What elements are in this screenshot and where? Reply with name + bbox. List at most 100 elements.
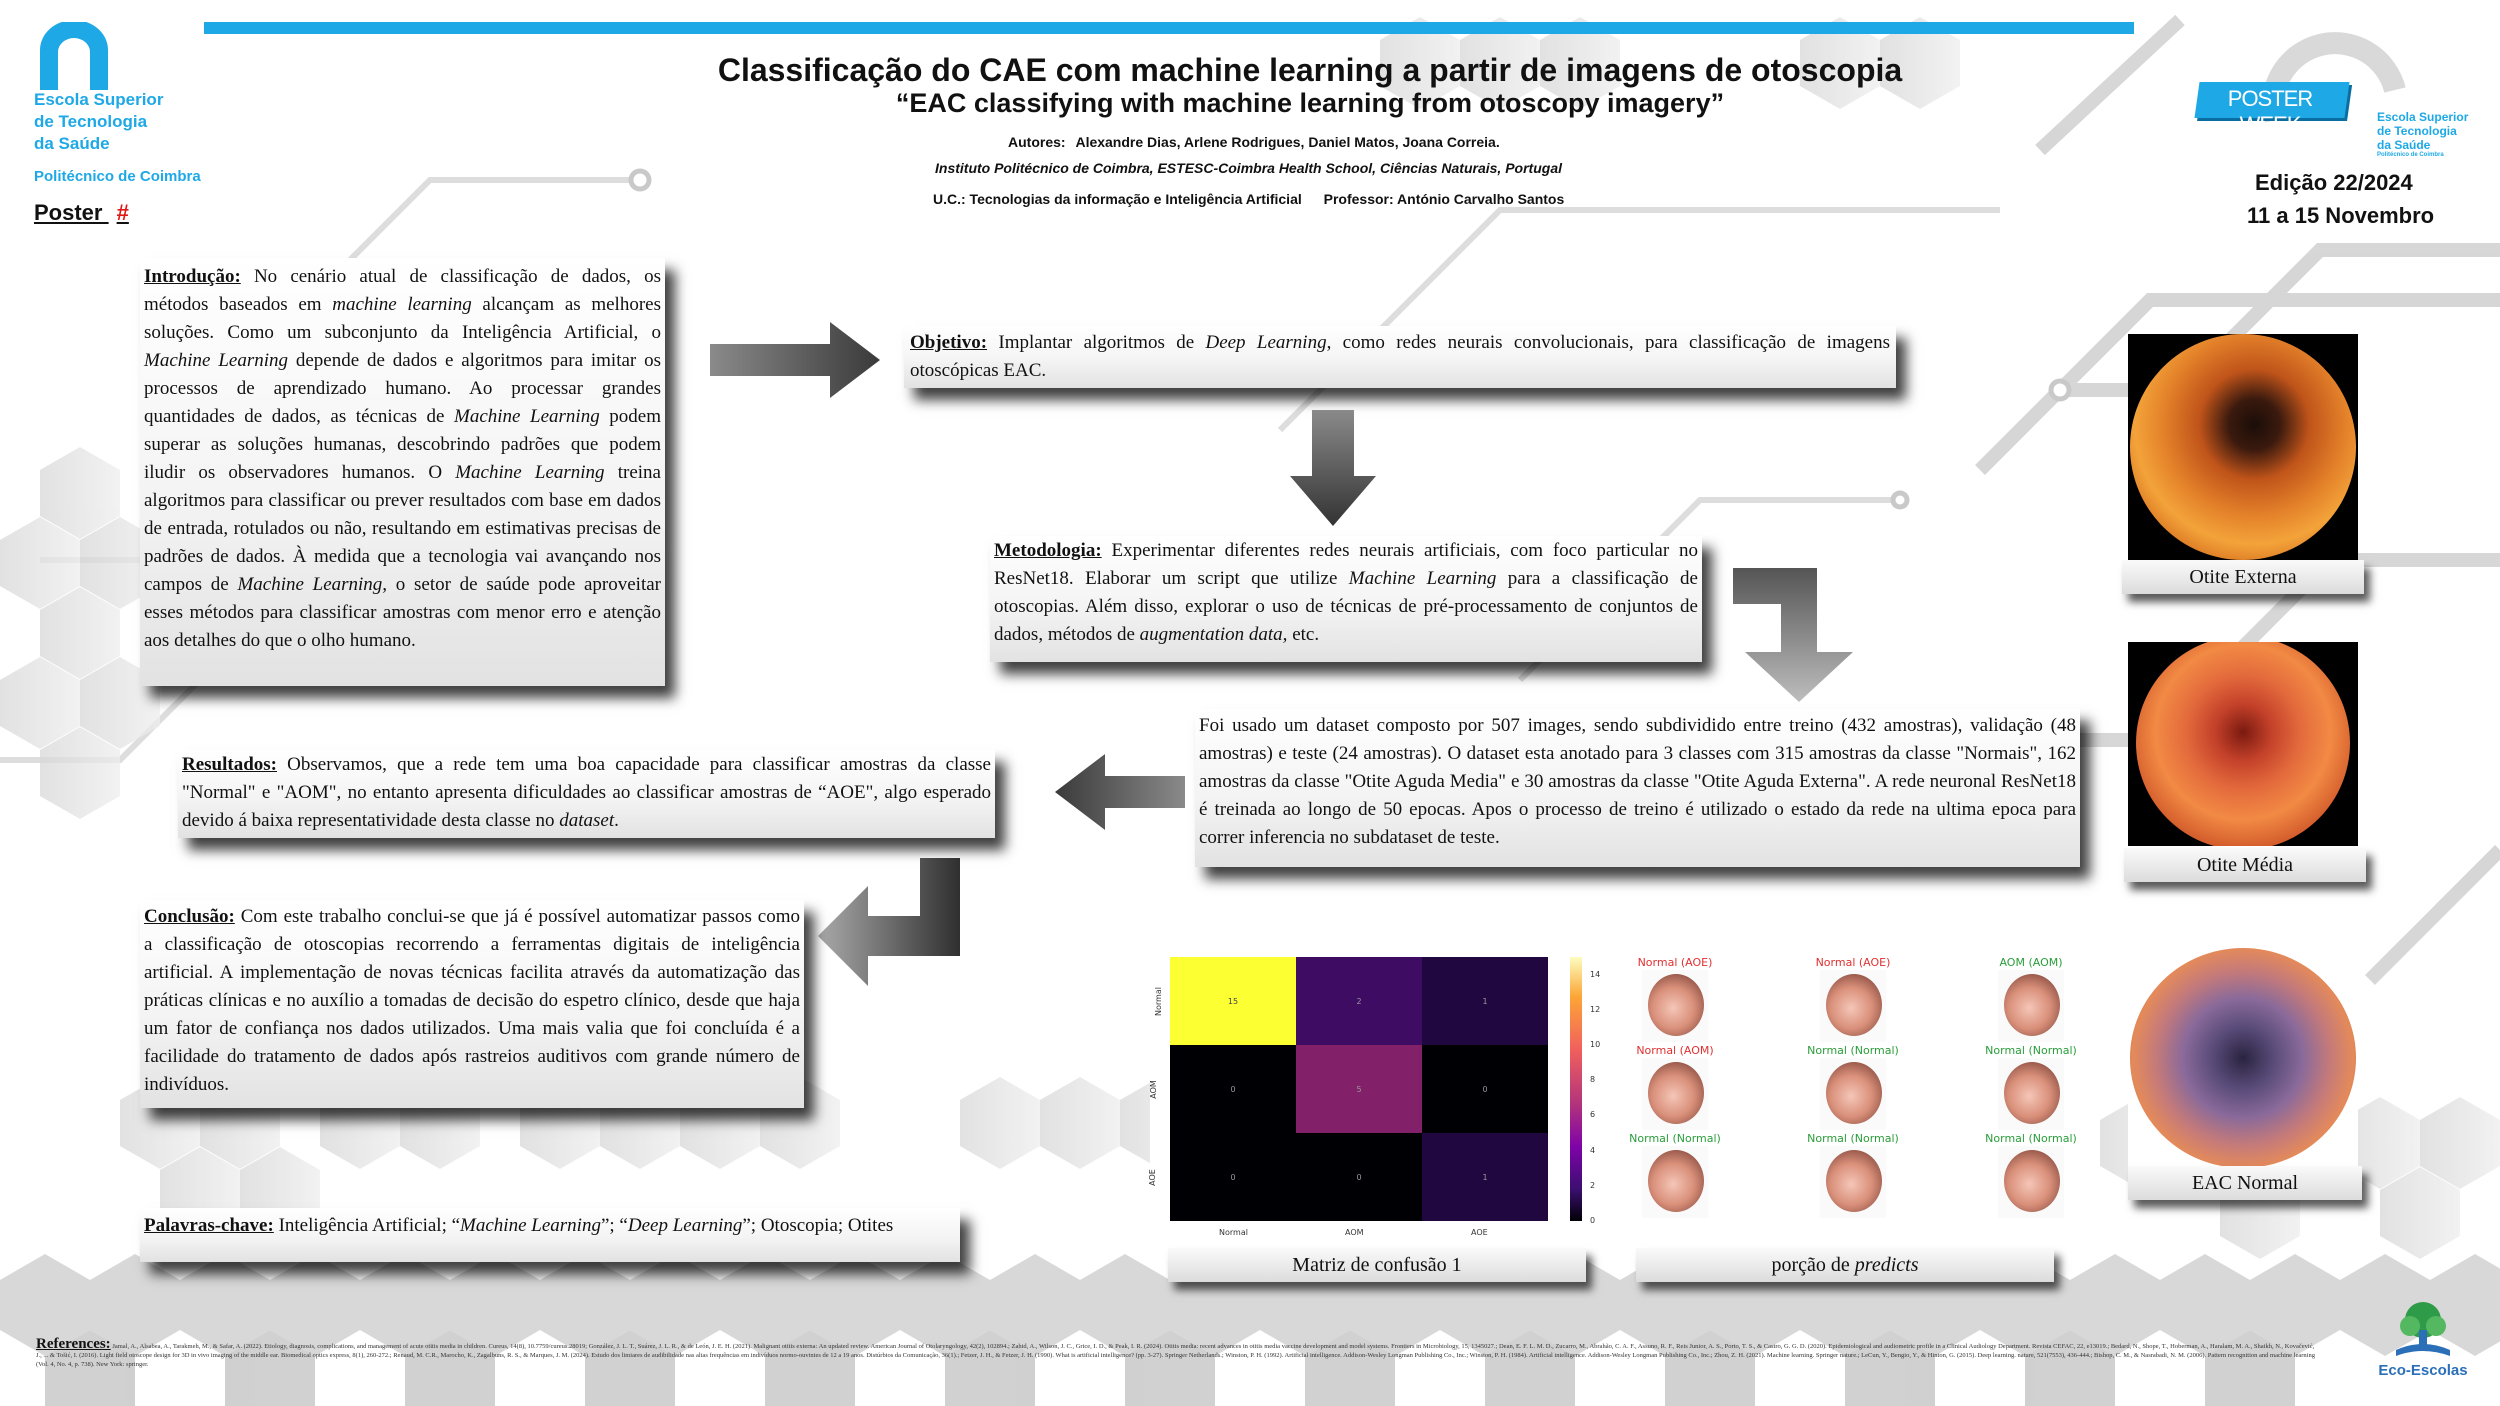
confusion-matrix-cell: 5 (1296, 1045, 1422, 1133)
dataset-box: Foi usado um dataset composto por 507 im… (1195, 709, 2080, 867)
event-dates: 11 a 15 Novembro (2247, 203, 2435, 228)
authors-line: Autores: Alexandre Dias, Arlene Rodrigue… (1008, 134, 1500, 150)
predict-thumbnail (1820, 1146, 1886, 1218)
estesc-logo-left: Escola Superior de Tecnologia da Saúde P… (30, 22, 240, 192)
predict-label: Normal (AOE) (1637, 956, 1713, 969)
arrow-right-icon (710, 322, 880, 398)
introducao-italic-5: Machine Learning, (237, 574, 388, 595)
conclusao-box: Conclusão: Com este trabalho conclui-se … (140, 900, 804, 1108)
introducao-text-5: treina algoritmos para classificar ou pr… (144, 462, 661, 595)
introducao-text-1: No cenário atual de classificação de dad… (144, 266, 661, 315)
logo-line-3: da Saúde (34, 134, 110, 153)
objetivo-heading: Objetivo: (910, 332, 988, 353)
colorbar-tick: 2 (1590, 1180, 1596, 1190)
colorbar-tick: 4 (1590, 1145, 1596, 1155)
colorbar-tick: 0 (1590, 1216, 1596, 1225)
introducao-italic-2: Machine Learning (144, 350, 288, 371)
predict-label: Normal (Normal) (1985, 1132, 2077, 1145)
course-line: U.C.: Tecnologias da informação e Inteli… (933, 191, 1564, 207)
colorbar (1570, 957, 1582, 1221)
conclusao-text: Com este trabalho conclui-se que já é po… (144, 906, 800, 1095)
colorbar-tick: 12 (1590, 1004, 1601, 1014)
resultados-box: Resultados: Observamos, que a rede tem u… (178, 750, 995, 838)
confusion-matrix-cell: 0 (1296, 1133, 1422, 1221)
predict-otoscopy (1648, 1150, 1704, 1212)
predict-otoscopy (2004, 974, 2060, 1036)
confusion-matrix-col-label: AOM (1345, 1228, 1364, 1237)
institution-line: Instituto Politécnico de Coimbra, ESTESC… (935, 160, 1562, 176)
arrow-left-icon (1055, 754, 1185, 830)
confusion-matrix-row-label: AOE (1147, 1169, 1157, 1186)
metodologia-text-2: para a classificação de otoscopias. Além… (994, 568, 1698, 645)
objetivo-text-1: Implantar algoritmos de (987, 332, 1206, 353)
estesc-logo-mark (40, 22, 108, 90)
logo-line-2: de Tecnologia (34, 112, 148, 131)
confusion-matrix-cell: 15 (1170, 957, 1296, 1045)
resultados-text-1: Observamos, que a rede tem uma boa capac… (182, 754, 991, 831)
right-logo-line-1: Escola Superior (2377, 110, 2469, 124)
confusion-matrix-cell: 0 (1170, 1045, 1296, 1133)
confusion-matrix-caption: Matriz de confusão 1 (1168, 1248, 1586, 1282)
introducao-text-2: alcançam as melhores soluções. Como um s… (144, 294, 661, 343)
eco-escolas-logo: Eco-Escolas (2368, 1300, 2478, 1390)
predict-label: Normal (AOE) (1815, 956, 1891, 969)
confusion-matrix-row-label: AOM (1148, 1080, 1158, 1099)
metodologia-text-3: etc. (1287, 624, 1320, 645)
right-logo-line-4: Politécnico de Coimbra (2377, 152, 2444, 158)
references-text: Jamal, A., Alsabea, A., Tarakmeh, M., & … (36, 1343, 2315, 1368)
objetivo-italic-1: Deep Learning (1205, 332, 1327, 353)
metodologia-box: Metodologia: Experimentar diferentes red… (990, 536, 1702, 662)
eco-escolas-tree-icon (2396, 1302, 2450, 1356)
top-accent-bar (204, 22, 2134, 34)
eac-normal-otoscopy (2130, 948, 2356, 1168)
palavras-text-1: Inteligência Artificial; “ (273, 1215, 461, 1236)
metodologia-heading: Metodologia: (994, 540, 1102, 561)
predict-thumbnail (1642, 970, 1708, 1042)
introducao-italic-3: Machine Learning (454, 406, 600, 427)
logo-line-1: Escola Superior (34, 90, 164, 109)
authors-names: Alexandre Dias, Arlene Rodrigues, Daniel… (1075, 134, 1500, 150)
predict-otoscopy (2004, 1150, 2060, 1212)
poster-week-text: POSTER WEEK (2227, 86, 2313, 137)
otite-externa-otoscopy (2130, 334, 2356, 560)
predict-otoscopy (1826, 974, 1882, 1036)
confusion-matrix-cell: 2 (1296, 957, 1422, 1045)
introducao-text-3: depende de dados e algoritmos para imita… (144, 350, 661, 427)
metodologia-text-1: Experimentar diferentes redes neurais ar… (994, 540, 1698, 589)
confusion-matrix-cell: 0 (1170, 1133, 1296, 1221)
eco-escolas-label: Eco-Escolas (2378, 1362, 2468, 1379)
confusion-matrix-cell: 0 (1422, 1045, 1548, 1133)
palavras-italic-2: Deep Learning (627, 1215, 743, 1236)
resultados-italic-1: dataset (559, 810, 615, 831)
references-heading: References: (36, 1336, 111, 1352)
resultados-text-2: . (614, 810, 619, 831)
predict-label: Normal (Normal) (1985, 1044, 2077, 1057)
predicts-caption: porção de predicts (1636, 1248, 2054, 1282)
predict-thumbnail (1998, 970, 2064, 1042)
predict-thumbnail (1998, 1146, 2064, 1218)
palavras-chave-box: Palavras-chave: Inteligência Artificial;… (140, 1208, 960, 1262)
poster-label: Poster (34, 200, 103, 225)
palavras-italic-1: Machine Learning (460, 1215, 601, 1236)
objetivo-text-2: , como redes neurais convolucionais, par… (910, 332, 1890, 381)
predict-otoscopy (1648, 1062, 1704, 1124)
predicts-panel: Normal (AOE) Normal (AOE) AOM (AOM) Normal … (1610, 950, 2080, 1240)
otite-media-caption: Otite Média (2124, 848, 2366, 882)
poster-hash: # (116, 200, 129, 225)
introducao-heading: Introdução: (144, 266, 241, 287)
right-logo-line-3: da Saúde (2377, 138, 2431, 152)
otite-externa-image (2128, 334, 2358, 560)
otite-externa-caption: Otite Externa (2122, 560, 2364, 594)
otite-media-image (2128, 642, 2358, 846)
introducao-italic-4: Machine Learning (455, 462, 605, 483)
right-logo-line-2: de Tecnologia (2377, 124, 2457, 138)
introducao-text-4: podem superar as soluções humanas, desco… (144, 406, 661, 483)
confusion-matrix-row-label: Normal (1153, 987, 1163, 1016)
title-english: “EAC classifying with machine learning f… (895, 88, 1725, 118)
predict-label: AOM (AOM) (1999, 956, 2063, 969)
introducao-text-6: o setor de saúde pode aproveitar esses m… (144, 574, 661, 651)
predict-thumbnail (1642, 1146, 1708, 1218)
